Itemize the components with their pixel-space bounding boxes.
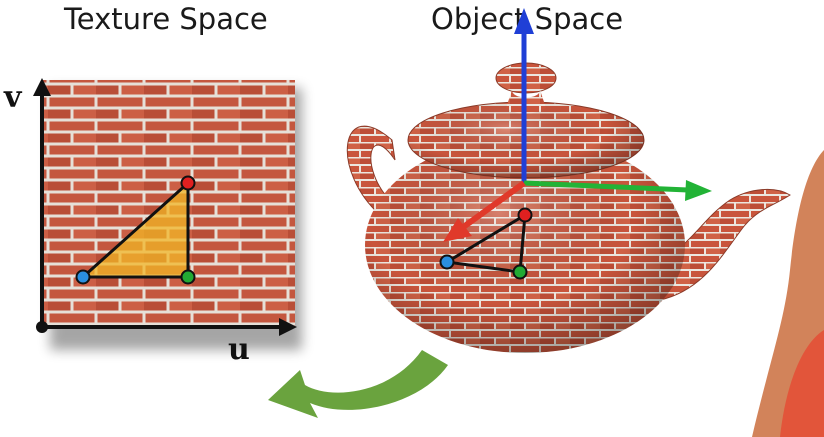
x-axis-line [460,180,526,231]
uv-origin [36,321,48,333]
object-axes [443,8,712,242]
teapot-body-shading [365,137,685,353]
v-axis-arrowhead [33,78,51,96]
teapot-model [346,62,791,353]
mapping-arrow [268,350,448,418]
vertex-green [180,269,196,285]
teapot-spout [649,188,791,301]
presenter-silhouette [752,150,824,437]
u-axis-arrowhead [279,318,297,336]
presenter-shirt [780,330,824,437]
uv-triangle [79,179,190,279]
texture-panel [33,78,302,350]
y-axis-line [523,180,689,193]
y-axis-arrowhead [685,180,712,201]
title-texture-space: Texture Space [64,2,268,36]
vertex-blue [75,269,91,285]
object-triangle-group [439,207,533,280]
v-axis-label: v [4,80,22,115]
object-vertex-red [517,207,533,223]
x-axis-arrowhead [443,218,472,242]
object-triangle [442,212,527,274]
vertex-red [180,175,196,191]
z-axis-arrowhead [514,8,534,34]
object-vertex-blue [439,254,455,270]
u-axis-label: u [228,332,250,367]
object-vertex-green [512,264,528,280]
curved-arrow-icon [268,350,448,418]
